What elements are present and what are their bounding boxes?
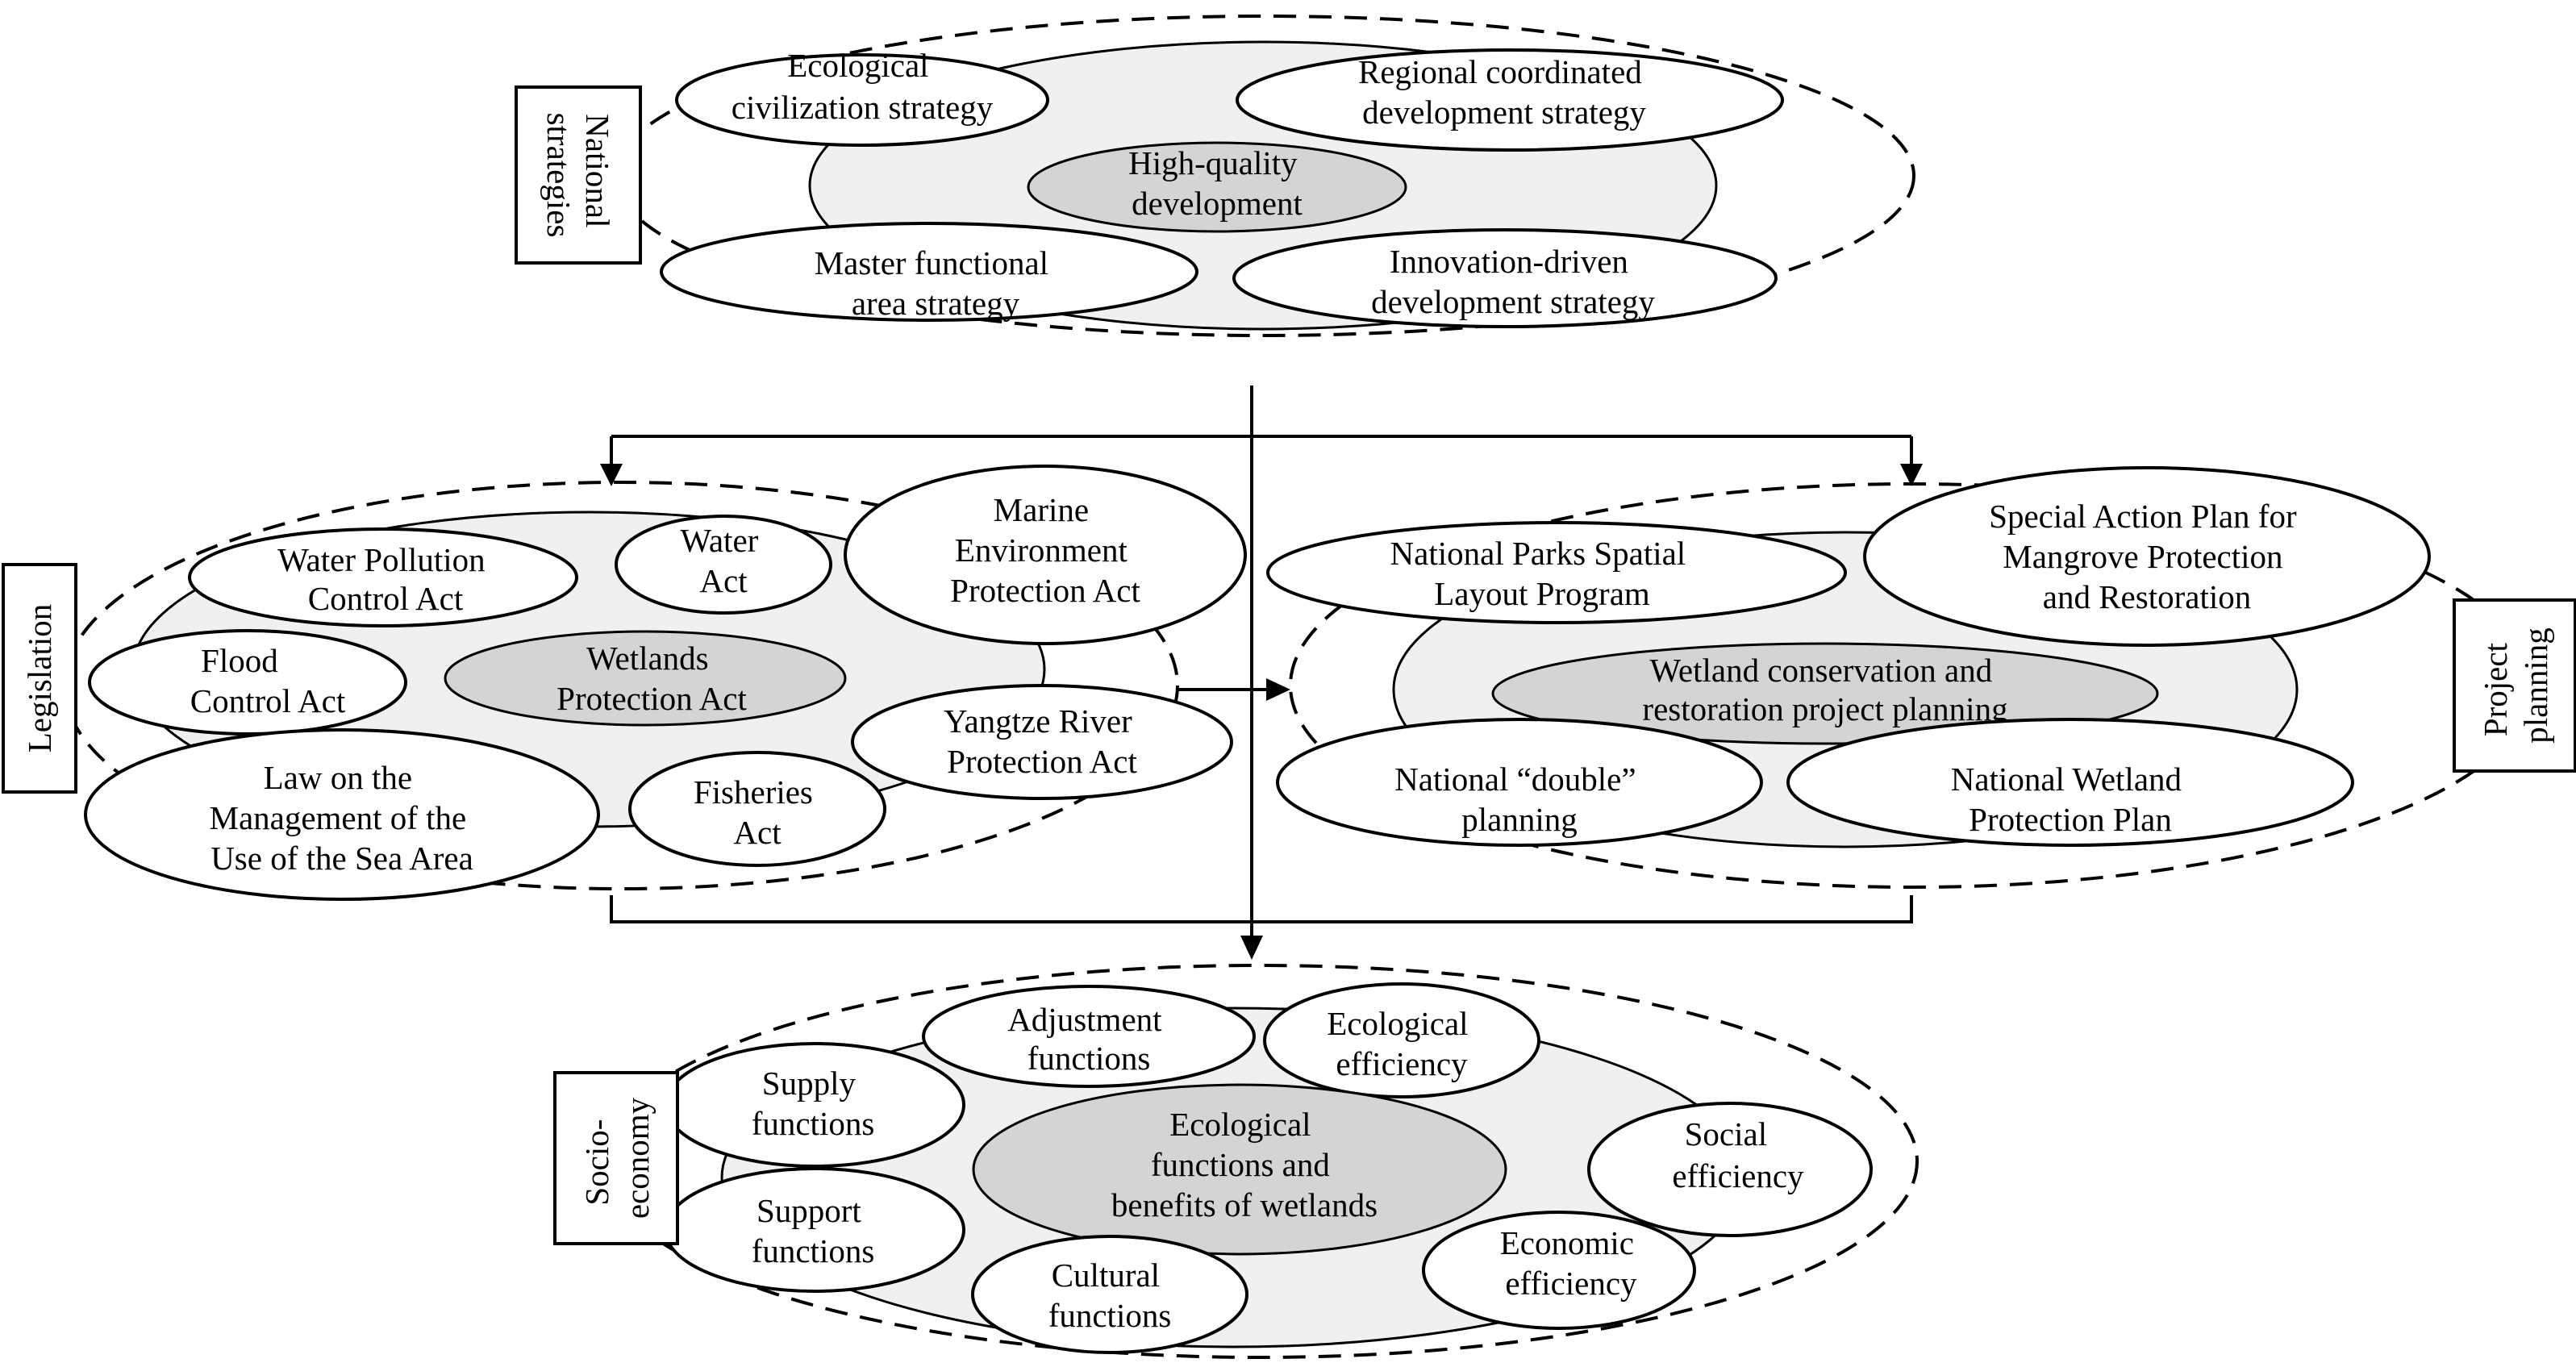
text-ecological-civilization: Ecological civilization strategy bbox=[732, 47, 994, 126]
arrow-to-project-planning bbox=[1900, 464, 1923, 486]
label-project-planning: Project planning bbox=[2477, 627, 2554, 743]
oval-national-parks-spatial bbox=[1266, 521, 1847, 624]
label-box-legislation bbox=[2, 563, 77, 794]
label-box-national-strategies bbox=[515, 85, 642, 265]
oval-social-efficiency bbox=[1587, 1102, 1873, 1237]
text-cultural-functions: Cultural functions bbox=[1048, 1257, 1172, 1334]
arrow-legislation-to-planning bbox=[1266, 678, 1290, 701]
oval-master-functional bbox=[660, 222, 1198, 322]
text-high-quality-development: High-quality development bbox=[1128, 144, 1306, 222]
text-wetland-conservation-planning: Wetland conservation and restoration pro… bbox=[1642, 652, 2007, 727]
text-law-on-sea-area: Law on the Management of the Use of the … bbox=[209, 759, 474, 877]
oval-national-wetland-protection bbox=[1786, 718, 2354, 847]
text-wetlands-protection-act: Wetlands Protection Act bbox=[556, 640, 747, 717]
oval-water-act bbox=[615, 515, 832, 615]
text-national-wetland-protection: National Wetland Protection Plan bbox=[1951, 761, 2190, 838]
center-high-quality-development bbox=[1027, 141, 1407, 233]
text-economic-efficiency: Economic efficiency bbox=[1500, 1224, 1642, 1302]
section-socio-economy: Adjustment functions Ecological efficien… bbox=[553, 964, 1919, 1359]
oval-yangtze-river bbox=[851, 684, 1233, 800]
section-legislation: Water Pollution Control Act Water Act Ma… bbox=[2, 465, 1247, 901]
text-water-pollution-control: Water Pollution Control Act bbox=[277, 541, 494, 617]
text-social-efficiency: Social efficiency bbox=[1672, 1115, 1804, 1194]
text-yangtze-river: Yangtze River Protection Act bbox=[944, 702, 1140, 780]
text-special-action-plan: Special Action Plan for Mangrove Protect… bbox=[1989, 498, 2305, 615]
text-ecological-efficiency: Ecological efficiency bbox=[1327, 1005, 1477, 1082]
oval-law-on-sea-area bbox=[84, 728, 600, 901]
text-adjustment-functions: Adjustment functions bbox=[1007, 1001, 1170, 1077]
center-wetlands-protection-act bbox=[444, 630, 847, 727]
center-wetland-conservation-planning bbox=[1491, 642, 2159, 745]
oval-ecological-efficiency bbox=[1263, 982, 1540, 1098]
oval-cultural-functions bbox=[971, 1235, 1248, 1354]
center-ecological-functions-benefits bbox=[972, 1083, 1507, 1256]
oval-national-double-planning bbox=[1276, 718, 1763, 847]
oval-water-pollution-control bbox=[188, 527, 578, 627]
oval-marine-environment bbox=[844, 465, 1247, 645]
oval-special-action-plan bbox=[1863, 466, 2431, 647]
connectors bbox=[600, 386, 1923, 960]
oval-innovation-driven bbox=[1232, 228, 1778, 328]
text-water-act: Water Act bbox=[680, 522, 766, 599]
text-master-functional: Master functional area strategy bbox=[815, 244, 1057, 322]
oval-regional-coordinated bbox=[1236, 48, 1784, 152]
section-project-planning: National Parks Spatial Layout Program Sp… bbox=[1266, 466, 2576, 889]
text-supply-functions: Supply functions bbox=[752, 1065, 875, 1142]
text-regional-coordinated: Regional coordinated development strateg… bbox=[1358, 53, 1650, 131]
label-socio-economy: Socio- economy bbox=[578, 1097, 656, 1219]
oval-flood-control bbox=[88, 629, 407, 736]
oval-fisheries-act bbox=[628, 751, 886, 867]
oval-support-functions bbox=[664, 1167, 965, 1293]
text-flood-control: Flood Control Act bbox=[190, 642, 346, 719]
text-marine-environment: Marine Environment Protection Act bbox=[950, 491, 1140, 609]
label-box-socio-economy bbox=[553, 1071, 679, 1245]
text-fisheries-act: Fisheries Act bbox=[694, 773, 821, 851]
label-national-strategies: National strategies bbox=[540, 113, 616, 238]
label-box-project-planning bbox=[2453, 598, 2576, 773]
text-national-double-planning: National “double” planning bbox=[1394, 761, 1644, 838]
text-innovation-driven: Innovation-driven development strategy bbox=[1371, 243, 1655, 320]
label-legislation: Legislation bbox=[21, 604, 58, 752]
text-national-parks-spatial: National Parks Spatial Layout Program bbox=[1390, 535, 1694, 612]
oval-ecological-civilization bbox=[675, 53, 1049, 147]
bottom-bracket bbox=[610, 895, 1913, 923]
text-support-functions: Support functions bbox=[752, 1192, 875, 1269]
arrow-to-socio-economy bbox=[1240, 936, 1263, 960]
oval-economic-efficiency bbox=[1422, 1211, 1696, 1330]
section-national-strategies: Ecological civilization strategy Regiona… bbox=[515, 15, 1915, 337]
arrow-to-legislation bbox=[600, 464, 623, 486]
oval-adjustment-functions bbox=[922, 985, 1256, 1088]
text-ecological-functions-benefits: Ecological functions and benefits of wet… bbox=[1111, 1106, 1378, 1223]
